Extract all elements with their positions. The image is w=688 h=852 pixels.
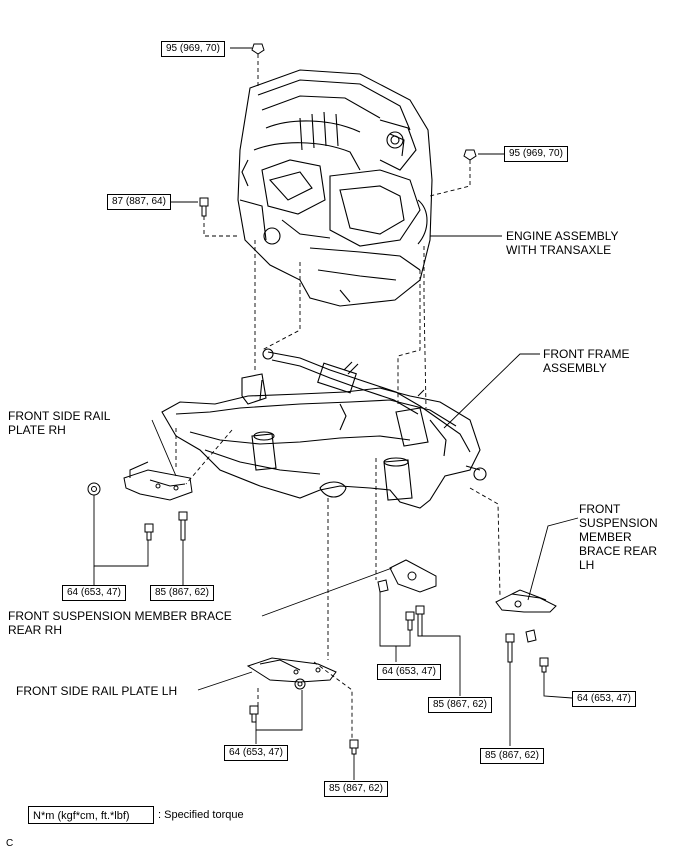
torque-label-engine-bolt-left: 87 (887, 64) — [107, 194, 171, 210]
label-brace-lh-line2: SUSPENSION — [579, 516, 658, 530]
top-fasteners-drawing — [199, 43, 477, 217]
alignment-lines — [175, 54, 501, 740]
label-brace-rh-line2: REAR RH — [8, 623, 63, 637]
label-front-side-rail-plate-rh: FRONT SIDE RAIL PLATE RH — [8, 409, 110, 437]
label-brace-lh-line3: MEMBER — [579, 530, 632, 544]
label-brace-rear-rh: FRONT SUSPENSION MEMBER BRACE REAR RH — [8, 609, 232, 637]
torque-label-brace-rh-nut: 64 (653, 47) — [377, 664, 441, 680]
torque-label-rail-lh-bolt: 85 (867, 62) — [324, 781, 388, 797]
torque-label-rail-rh-bolt: 85 (867, 62) — [150, 585, 214, 601]
label-brace-rear-lh: FRONT SUSPENSION MEMBER BRACE REAR LH — [579, 502, 658, 572]
torque-label-brace-lh-bolt: 85 (867, 62) — [480, 748, 544, 764]
label-engine-assembly-line1: ENGINE ASSEMBLY — [506, 229, 619, 243]
label-engine-assembly-line2: WITH TRANSAXLE — [506, 243, 612, 257]
bolt-rh-drawing — [144, 511, 188, 541]
corner-mark: C — [6, 838, 14, 849]
label-brace-lh-line1: FRONT — [579, 502, 621, 516]
label-rail-rh-line1: FRONT SIDE RAIL — [8, 409, 111, 423]
torque-label-brace-lh-nut: 64 (653, 47) — [572, 691, 636, 707]
label-rail-rh-line2: PLATE RH — [8, 423, 66, 437]
torque-label-rail-lh-nut: 64 (653, 47) — [224, 745, 288, 761]
brace-rear-rh-drawing — [377, 559, 437, 637]
legend-meaning: : Specified torque — [158, 809, 244, 821]
leader-lines — [93, 47, 579, 780]
torque-label-engine-mount-right: 95 (969, 70) — [504, 146, 568, 162]
label-front-frame-assembly: FRONT FRAME ASSEMBLY — [543, 347, 629, 375]
front-frame-drawing — [161, 348, 487, 509]
torque-label-brace-rh-bolt: 85 (867, 62) — [428, 697, 492, 713]
label-front-side-rail-plate-lh: FRONT SIDE RAIL PLATE LH — [16, 684, 178, 698]
label-front-frame-line2: ASSEMBLY — [543, 361, 607, 375]
label-brace-lh-line4: BRACE REAR — [579, 544, 658, 558]
brace-rear-lh-drawing — [495, 589, 557, 673]
engine-assembly-drawing — [237, 69, 433, 307]
front-side-rail-plate-lh-drawing — [246, 657, 359, 755]
nut-rh-drawing — [87, 482, 101, 496]
legend-unit-box: N*m (kgf*cm, ft.*lbf) — [28, 806, 154, 824]
front-side-rail-plate-rh-drawing — [123, 461, 193, 501]
label-engine-assembly: ENGINE ASSEMBLY WITH TRANSAXLE — [506, 229, 618, 257]
label-front-frame-line1: FRONT FRAME — [543, 347, 630, 361]
torque-label-engine-mount-top: 95 (969, 70) — [161, 41, 225, 57]
label-brace-lh-line5: LH — [579, 558, 595, 572]
label-brace-rh-line1: FRONT SUSPENSION MEMBER BRACE — [8, 609, 232, 623]
torque-label-rail-rh-nut: 64 (653, 47) — [62, 585, 126, 601]
